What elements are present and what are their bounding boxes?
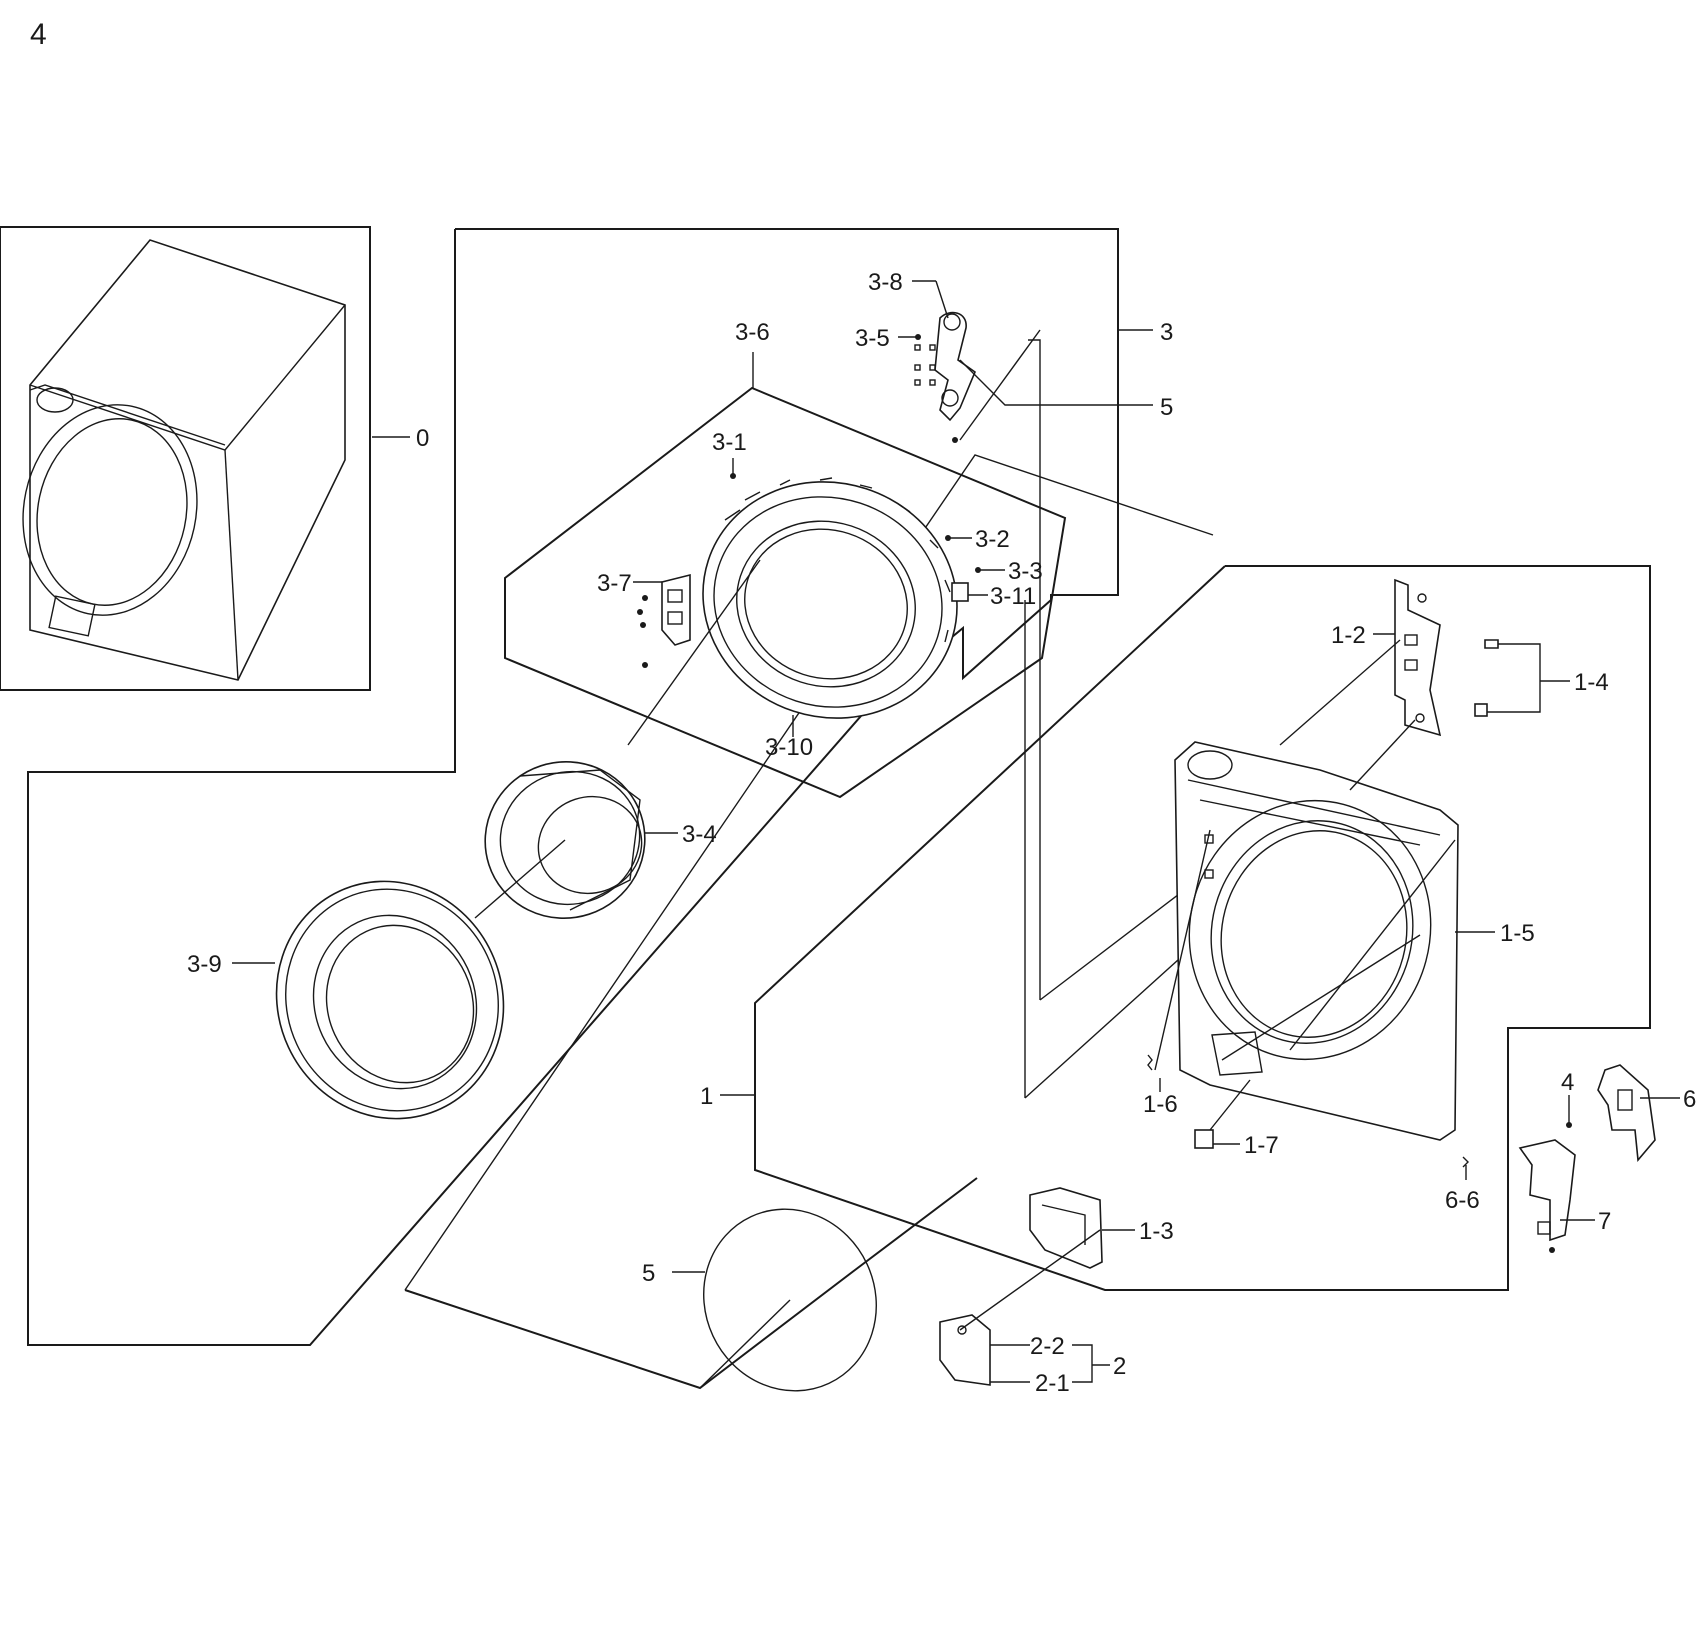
- door-outer-ring: [275, 880, 505, 1120]
- spring-6-6: [1462, 1156, 1469, 1168]
- group-box-0: [0, 226, 371, 691]
- guide-line-hinge: [1028, 339, 1041, 1000]
- spring-1-6: [1147, 1054, 1153, 1071]
- callout-1-3: 1-3: [1139, 1218, 1174, 1245]
- side-bracket-6: [1597, 1064, 1656, 1162]
- callout-4: 4: [1561, 1069, 1574, 1096]
- catch-3-11: [951, 582, 969, 602]
- group-outline-1: [754, 565, 1651, 1291]
- callout-3-1: 3-1: [712, 429, 747, 456]
- callout-5-lower: 5: [642, 1260, 655, 1287]
- leader-lines: [232, 280, 1680, 1389]
- callout-1-5: 1-5: [1500, 920, 1535, 947]
- callout-3-5: 3-5: [855, 325, 890, 352]
- callout-2-1: 2-1: [1035, 1370, 1070, 1397]
- hinge-plate: [637, 573, 691, 668]
- door-gasket: [703, 1208, 877, 1392]
- callout-6-6: 6-6: [1445, 1187, 1480, 1214]
- clip-1-4a: [1484, 639, 1499, 649]
- page-number: 4: [30, 18, 47, 51]
- callout-3-4: 3-4: [682, 821, 717, 848]
- door-hinge: [914, 311, 976, 443]
- callout-7: 7: [1598, 1208, 1611, 1235]
- callout-3-7: 3-7: [597, 570, 632, 597]
- group-outline-3-6: [504, 386, 1067, 799]
- callout-3-3: 3-3: [1008, 558, 1043, 585]
- side-bracket-7: [1518, 1139, 1576, 1253]
- guide-line-frame: [404, 454, 1214, 1291]
- callout-0: 0: [416, 425, 429, 452]
- callout-2-2: 2-2: [1030, 1333, 1065, 1360]
- washer-assembly: [22, 239, 346, 681]
- callout-1-2: 1-2: [1331, 622, 1366, 649]
- guide-line-5: [404, 1177, 978, 1390]
- callout-1: 1: [700, 1083, 713, 1110]
- drawer-housing: [1029, 1187, 1103, 1269]
- callout-5-upper: 5: [1160, 394, 1173, 421]
- callout-3-10: 3-10: [765, 734, 813, 761]
- front-panel: [1174, 741, 1459, 1141]
- callout-2: 2: [1113, 1353, 1126, 1380]
- callout-6: 6: [1683, 1086, 1696, 1113]
- guide-line-hinge-top: [959, 329, 1041, 441]
- group-outline-3: [27, 228, 1119, 1346]
- clip-1-4b: [1474, 703, 1488, 717]
- callout-3: 3: [1160, 319, 1173, 346]
- callout-1-6: 1-6: [1143, 1091, 1178, 1118]
- callout-3-11: 3-11: [990, 583, 1036, 610]
- panel-bracket: [1394, 578, 1442, 737]
- callout-1-7: 1-7: [1244, 1132, 1279, 1159]
- filter-cover: [939, 1314, 991, 1386]
- callout-3-8: 3-8: [868, 269, 903, 296]
- callout-3-6: 3-6: [735, 319, 770, 346]
- callout-1-4: 1-4: [1574, 669, 1609, 696]
- callout-3-2: 3-2: [975, 526, 1010, 553]
- door-frame-ring: [702, 477, 958, 719]
- callout-3-9: 3-9: [187, 951, 222, 978]
- lock-1-7: [1194, 1129, 1214, 1149]
